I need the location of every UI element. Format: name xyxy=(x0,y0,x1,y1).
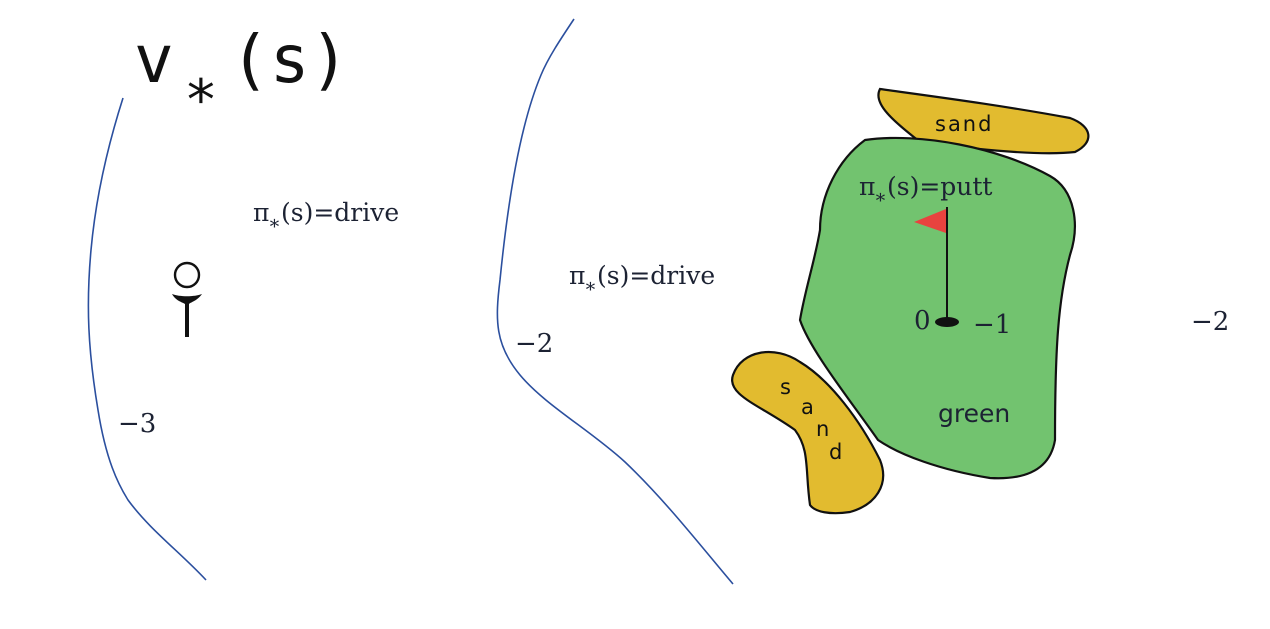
contour-value-middle: −2 xyxy=(515,329,553,359)
sand-top-label: sand xyxy=(935,112,993,136)
policy-expr: (s)=putt xyxy=(887,172,992,201)
sand-letter: a xyxy=(801,395,814,419)
policy-star: ∗ xyxy=(584,275,597,297)
sand-letter: n xyxy=(816,417,829,441)
flag-icon xyxy=(914,209,946,233)
policy-expr: (s)=drive xyxy=(281,198,399,227)
policy-star: ∗ xyxy=(268,212,281,234)
contour-line-outer xyxy=(87,97,207,581)
value-function-title: v ∗ (s) xyxy=(134,21,349,122)
title-v: v xyxy=(134,21,174,98)
green-label: green xyxy=(938,399,1010,428)
policy-pi: π xyxy=(569,261,585,290)
contour-value-green-edge: −1 xyxy=(973,310,1011,340)
policy-expr: (s)=drive xyxy=(597,261,715,290)
policy-star: ∗ xyxy=(874,186,887,208)
sand-bottom-label: s a n d xyxy=(780,375,842,464)
policy-label-green: π ∗ (s)=putt xyxy=(859,172,992,208)
sand-trap-bottom xyxy=(731,350,885,515)
contour-value-right: −2 xyxy=(1191,307,1229,337)
sand-letter: s xyxy=(780,375,791,399)
policy-pi: π xyxy=(253,198,269,227)
title-star: ∗ xyxy=(184,57,218,122)
policy-label-left: π ∗ (s)=drive xyxy=(253,198,399,234)
sand-trap-top xyxy=(877,87,1090,155)
policy-label-middle: π ∗ (s)=drive xyxy=(569,261,715,297)
hole-icon xyxy=(935,317,959,327)
contour-value-hole: 0 xyxy=(914,306,931,336)
putting-green xyxy=(798,136,1076,480)
title-arg: (s) xyxy=(230,21,349,98)
contour-value-outer-left: −3 xyxy=(118,409,156,439)
contour-line-middle xyxy=(496,18,734,585)
golf-tee-icon xyxy=(172,261,202,337)
policy-pi: π xyxy=(859,172,875,201)
sand-letter: d xyxy=(829,440,842,464)
